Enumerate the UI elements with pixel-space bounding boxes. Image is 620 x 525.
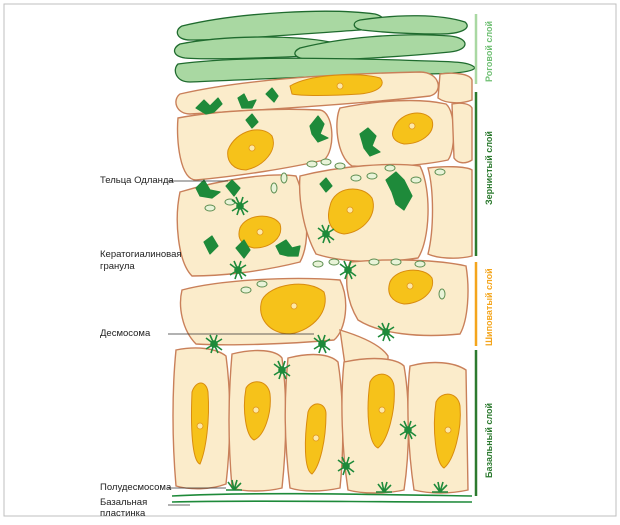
stratum-corneum [175,11,475,82]
label-basal-lamina-line2: пластинка [100,508,145,519]
layer-label-basale: Базальный слой [484,403,494,478]
corneocyte [177,11,383,40]
label-hemidesmosome: Полудесмосома [100,482,171,493]
label-basal-lamina-line1: Базальная [100,497,147,508]
layer-label-spinosum: Шиповатый слой [484,268,494,346]
layer-label-corneum: Роговой слой [484,21,494,82]
granular-cell [428,167,472,258]
layer-label-granulosum: Зернистый слой [484,131,494,205]
label-keratohyalin-line1: Кератогиалиновая [100,249,182,260]
granular-cell [452,103,472,163]
label-odland-bodies: Тельца Одланда [100,175,174,186]
corneocyte [295,35,465,60]
granular-cell [438,73,472,103]
basal-lamina [172,494,472,502]
label-desmosome: Десмосома [100,328,150,339]
corneocyte [354,16,467,34]
label-keratohyalin-line2: гранула [100,261,135,272]
